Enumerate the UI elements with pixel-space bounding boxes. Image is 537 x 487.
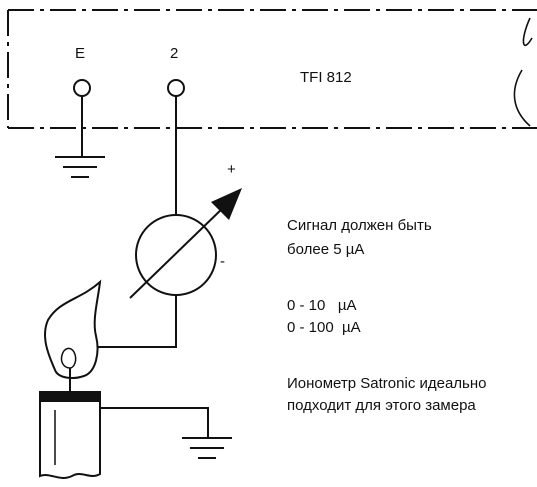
meter-arrowhead bbox=[211, 188, 242, 220]
meter-needle-arrow bbox=[129, 204, 227, 299]
ground-symbol-top bbox=[55, 156, 105, 178]
candle-ground-lead bbox=[100, 407, 209, 438]
range-line1: 0 - 10 µA bbox=[287, 297, 357, 314]
ground-symbol-bottom bbox=[182, 437, 232, 459]
ionometer-note-line1: Ионометр Satronic идеально bbox=[287, 375, 487, 392]
candle-icon bbox=[39, 391, 101, 479]
terminal-e-label: E bbox=[75, 45, 86, 62]
ionometer-note-line2: подходит для этого замера bbox=[287, 397, 476, 414]
range-line2: 0 - 100 µA bbox=[287, 319, 361, 336]
cut-off-mark bbox=[513, 17, 533, 127]
signal-note-line1: Сигнал должен быть bbox=[287, 217, 432, 234]
meter-minus-label: - bbox=[220, 253, 225, 270]
meter-plus-label: + bbox=[227, 161, 236, 178]
flame-icon bbox=[44, 279, 102, 379]
flame-inner bbox=[60, 347, 77, 369]
terminal-e-circle bbox=[73, 79, 91, 97]
flame-probe-lead bbox=[82, 295, 177, 348]
terminal-2-label: 2 bbox=[170, 45, 179, 62]
device-name: TFI 812 bbox=[300, 69, 352, 86]
device-boundary bbox=[7, 9, 537, 129]
signal-note-line2: более 5 µA bbox=[287, 241, 365, 258]
candle-top-band bbox=[40, 392, 100, 402]
terminal-2-circle bbox=[167, 79, 185, 97]
